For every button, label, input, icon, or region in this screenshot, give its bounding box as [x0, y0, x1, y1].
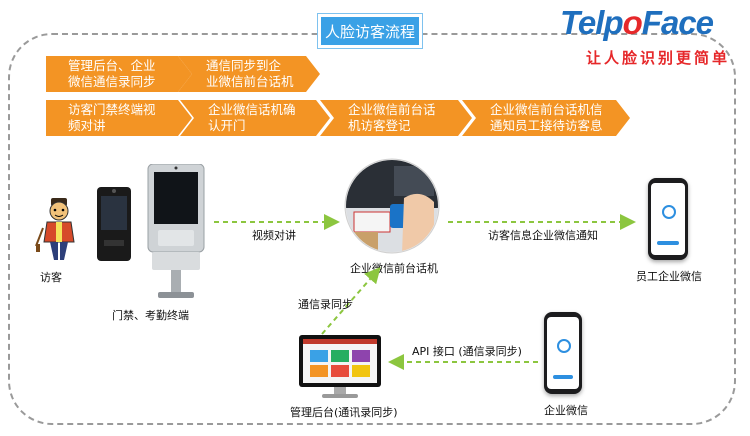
brand-slogan: 让人脸识别更简单	[586, 49, 731, 67]
step-line: 业微信前台话机	[206, 74, 294, 89]
step-line: 通信同步到企	[206, 58, 282, 73]
step-line: 认开门	[208, 118, 246, 133]
step-line: 频对讲	[68, 118, 106, 133]
step-confirm-open: 企业微信话机确认开门	[180, 100, 330, 136]
step-line: 企业微信前台话机信	[490, 102, 603, 117]
brand-logo: TelpoFace	[560, 4, 744, 44]
step-sync-admin: 管理后台、企业微信通信录同步	[46, 56, 192, 92]
step-line: 微信通信录同步	[68, 74, 156, 89]
edge-label-sync: 通信录同步	[298, 298, 353, 311]
employee-phone-device	[648, 178, 688, 260]
visitor-illustration	[35, 198, 75, 260]
access-terminal-device	[147, 164, 205, 298]
wecom-phone-device	[544, 312, 582, 394]
node-label-wecom: 企业微信	[544, 404, 588, 417]
step-notify-employee: 企业微信前台话机信通知员工接待访客息	[462, 100, 630, 136]
step-line: 机访客登记	[348, 118, 411, 133]
step-sync-phone: 通信同步到企业微信前台话机	[178, 56, 320, 92]
page-title: 人脸访客流程	[318, 14, 422, 48]
node-label-visitor: 访客	[40, 271, 62, 284]
node-label-terminal: 门禁、考勤终端	[112, 309, 189, 322]
admin-monitor-device	[299, 335, 381, 398]
step-line: 通知员工接待访客息	[490, 118, 603, 133]
step-line: 企业微信前台话	[348, 102, 436, 117]
small-terminal-device	[97, 187, 131, 261]
edge-label-video: 视频对讲	[252, 229, 296, 242]
logo-o: o	[622, 4, 643, 41]
node-label-admin: 管理后台(通讯录同步)	[290, 406, 398, 419]
step-register: 企业微信前台话机访客登记	[320, 100, 472, 136]
logo-telpo: Telp	[560, 4, 624, 41]
step-video-call: 访客门禁终端视频对讲	[46, 100, 192, 136]
logo-face: Face	[641, 4, 714, 41]
node-label-employee: 员工企业微信	[636, 270, 702, 283]
step-line: 企业微信话机确	[208, 102, 296, 117]
edge-label-notify: 访客信息企业微信通知	[488, 229, 598, 242]
edge-label-api: API 接口 (通信录同步)	[412, 345, 522, 358]
front-desk-phone-photo	[344, 158, 440, 254]
step-line: 管理后台、企业	[68, 58, 156, 73]
step-line: 访客门禁终端视	[68, 102, 156, 117]
